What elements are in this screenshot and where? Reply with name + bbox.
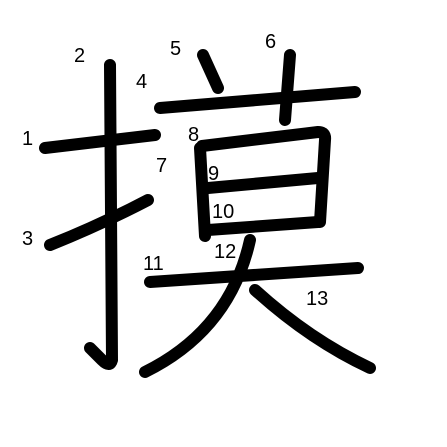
stroke-number-2: 2: [74, 45, 85, 67]
stroke-13: [249, 284, 376, 374]
stroke-number-11: 11: [143, 253, 164, 275]
stroke-4: [154, 86, 361, 114]
stroke-number-12: 12: [214, 241, 236, 263]
stroke-10: [202, 216, 324, 236]
stroke-number-1: 1: [22, 128, 33, 150]
stroke-2: [84, 59, 118, 370]
stroke-number-9: 9: [208, 163, 219, 185]
stroke-11: [144, 262, 364, 288]
stroke-6: [279, 49, 296, 126]
stroke-12: [139, 234, 256, 378]
stroke-number-3: 3: [22, 228, 33, 250]
stroke-9: [202, 172, 324, 194]
stroke-number-10: 10: [212, 201, 234, 223]
stroke-number-5: 5: [170, 38, 181, 60]
stroke-number-13: 13: [306, 288, 328, 310]
stroke-1: [39, 129, 161, 154]
stroke-7: [194, 142, 211, 242]
stroke-8: [196, 126, 332, 228]
stroke-number-7: 7: [156, 155, 167, 177]
stroke-5: [197, 49, 224, 94]
stroke-number-8: 8: [188, 124, 199, 146]
stroke-number-6: 6: [265, 31, 276, 53]
stroke-number-4: 4: [136, 71, 147, 93]
stroke-3: [44, 194, 154, 251]
